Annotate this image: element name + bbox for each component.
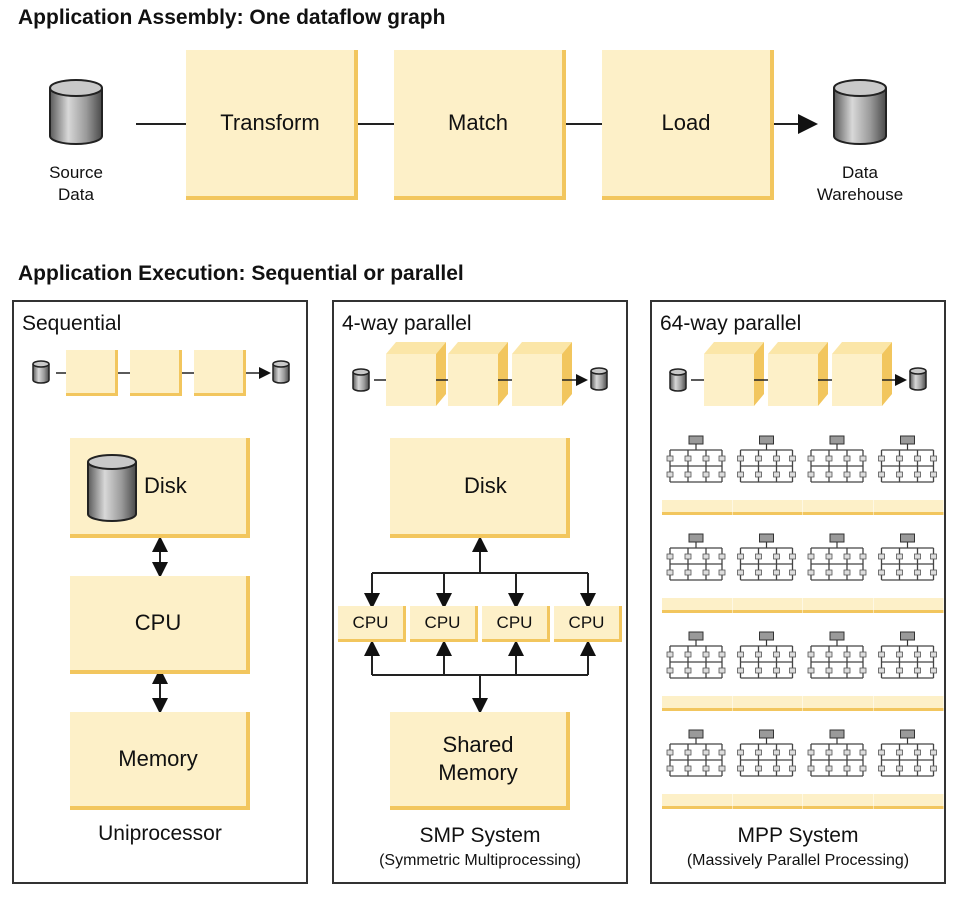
sequential-cpu-box: CPU: [70, 576, 250, 674]
sequential-mini-stage: [194, 350, 246, 396]
smp-disk-box: Disk: [390, 438, 570, 538]
stacked-stage: [704, 342, 764, 406]
database-cylinder-icon: [352, 368, 370, 392]
mpp-node-icon: [662, 533, 732, 613]
mpp-system-subtitle: (Massively Parallel Processing): [686, 852, 910, 869]
mpp-node-icon: [873, 729, 944, 809]
mpp-node-icon: [732, 435, 803, 515]
smp-cpu-1: CPU: [338, 606, 406, 642]
sequential-memory-box: Memory: [70, 712, 250, 810]
stacked-stage: [768, 342, 828, 406]
load-stage: Load: [602, 50, 774, 200]
mpp-node-icon: [873, 631, 944, 711]
transform-stage: Transform: [186, 50, 358, 200]
mpp-node-icon: [662, 729, 732, 809]
mpp-node-icon: [873, 533, 944, 613]
mpp-node-icon: [662, 435, 732, 515]
stacked-stage: [386, 342, 446, 406]
mpp-node-icon: [803, 631, 873, 711]
mpp-node-icon: [873, 435, 944, 515]
smp-bus: [364, 540, 596, 714]
warehouse-database-icon: [833, 79, 887, 145]
sequential-disk-box: Disk: [70, 438, 250, 538]
sequential-mini-flow: [32, 360, 290, 384]
mpp-title: 64-way parallel: [660, 312, 802, 335]
stacked-stage: [448, 342, 508, 406]
smp-cpu-4: CPU: [554, 606, 622, 642]
smp-system-subtitle: (Symmetric Multiprocessing): [379, 852, 581, 869]
database-cylinder-icon: [272, 360, 290, 384]
mpp-node-grid: [662, 435, 944, 809]
smp-cpu-2: CPU: [410, 606, 478, 642]
disk-label: Disk: [464, 473, 507, 498]
mpp-node-icon: [732, 533, 803, 613]
smp-system-label: SMP System: [419, 824, 541, 847]
database-cylinder-icon: [909, 367, 927, 391]
mpp-system-label: MPP System: [737, 824, 859, 847]
shared-memory-box: Shared Memory: [390, 712, 570, 810]
source-database-icon: [49, 79, 103, 145]
database-cylinder-icon: [669, 368, 687, 392]
disk-label: Disk: [144, 473, 187, 498]
smp-mini-flow: [352, 342, 608, 406]
stacked-stage: [832, 342, 892, 406]
mpp-node-icon: [803, 435, 873, 515]
match-stage: Match: [394, 50, 566, 200]
sequential-title: Sequential: [22, 312, 122, 335]
mpp-node-icon: [732, 631, 803, 711]
smp-cpu-3: CPU: [482, 606, 550, 642]
smp-title: 4-way parallel: [342, 312, 472, 335]
mpp-node-icon: [803, 729, 873, 809]
mpp-node-icon: [662, 631, 732, 711]
database-cylinder-icon: [32, 360, 50, 384]
uniprocessor-label: Uniprocessor: [98, 822, 222, 845]
execution-title: Application Execution: Sequential or par…: [18, 262, 464, 285]
sequential-mini-stage: [130, 350, 182, 396]
mpp-node-icon: [803, 533, 873, 613]
mpp-node-icon: [732, 729, 803, 809]
database-cylinder-icon: [590, 367, 608, 391]
sequential-mini-stage: [66, 350, 118, 396]
stacked-stage: [512, 342, 572, 406]
mpp-mini-flow: [669, 342, 927, 406]
assembly-title: Application Assembly: One dataflow graph: [18, 6, 446, 29]
